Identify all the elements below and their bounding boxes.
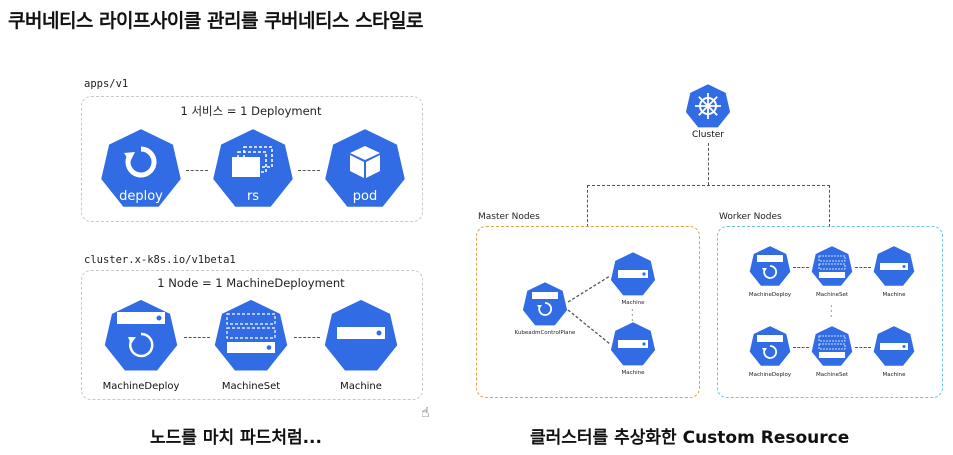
machine-label: Machine	[340, 381, 382, 392]
machine-icon	[880, 343, 908, 350]
machine-set-icon	[226, 313, 276, 353]
connector	[298, 170, 320, 171]
master-nodes-label: Master Nodes	[478, 212, 540, 222]
worker-machine-deploy-node	[747, 244, 793, 290]
deployment-group-box	[81, 96, 423, 222]
pod-label: pod	[352, 189, 378, 204]
connector	[793, 347, 809, 348]
machine-icon	[880, 263, 908, 270]
connector	[829, 185, 830, 227]
connector	[587, 185, 830, 186]
master-machine-node	[608, 250, 658, 300]
machine-set-icon	[818, 255, 846, 278]
control-plane-label: KubeadmControlPlane	[514, 330, 576, 336]
ellipsis-vertical: ···	[830, 302, 833, 321]
connector	[708, 143, 709, 185]
rs-label: rs	[246, 189, 260, 204]
right-caption: 클러스터를 추상화한 Custom Resource	[530, 428, 850, 448]
machine-set-icon	[818, 335, 846, 358]
machine-set-node	[210, 296, 292, 378]
machine-deploy-node	[100, 296, 182, 378]
pod-node: pod	[320, 125, 410, 215]
helm-wheel-icon	[695, 93, 721, 119]
machine-icon	[618, 270, 648, 278]
worker-machine-set-node	[809, 324, 855, 370]
worker-machine-node	[871, 244, 917, 290]
master-nodes-box	[476, 226, 700, 398]
master-machine-node	[608, 320, 658, 370]
control-plane-node	[520, 280, 570, 330]
deploy-label: deploy	[119, 189, 163, 204]
machine-equation: 1 Node = 1 MachineDeployment	[157, 276, 345, 290]
machine-deploy-label: MachineDeploy	[102, 381, 180, 392]
worker-machine-label: Machine	[882, 372, 906, 378]
worker-nodes-label: Worker Nodes	[719, 212, 782, 222]
machine-deployment-icon	[757, 335, 783, 359]
connector	[184, 337, 210, 338]
ellipsis-vertical: ···	[631, 306, 634, 325]
machine-deployment-icon	[757, 255, 783, 279]
page-title: 쿠버네티스 라이프사이클 관리를 쿠버네티스 스타일로	[8, 10, 424, 32]
pod-icon	[350, 146, 380, 178]
deploy-icon	[124, 146, 157, 178]
api-version-cluster: cluster.x-k8s.io/v1beta1	[84, 254, 236, 266]
cluster-node	[683, 82, 733, 132]
connector	[855, 347, 871, 348]
worker-machine-set-label: MachineSet	[815, 372, 849, 378]
control-plane-icon	[532, 292, 558, 316]
machine-group-box	[81, 270, 423, 400]
rs-node: rs	[208, 125, 298, 215]
connector	[186, 170, 208, 171]
api-version-apps: apps/v1	[84, 78, 129, 90]
worker-machine-label: Machine	[882, 292, 906, 298]
master-connectors	[567, 275, 611, 345]
deployment-equation: 1 서비스 = 1 Deployment	[180, 104, 322, 118]
left-caption: 노드를 마치 파드처럼...	[150, 428, 322, 448]
cluster-label: Cluster	[692, 130, 724, 140]
replicaset-icon	[232, 146, 273, 177]
machine-icon	[618, 340, 648, 348]
machine-deployment-icon	[117, 312, 165, 358]
machine-icon	[337, 327, 385, 339]
connector	[587, 185, 588, 227]
worker-machine-deploy-node	[747, 324, 793, 370]
worker-machine-node	[871, 324, 917, 370]
connector	[855, 267, 871, 268]
deploy-node: deploy	[96, 125, 186, 215]
worker-machine-deploy-label: MachineDeploy	[748, 372, 792, 378]
connector	[294, 337, 320, 338]
worker-nodes-box	[717, 226, 943, 398]
master-machine-label: Machine	[621, 300, 645, 306]
hand-cursor-icon: ☝	[421, 405, 430, 421]
worker-machine-set-label: MachineSet	[815, 292, 849, 298]
worker-machine-deploy-label: MachineDeploy	[748, 292, 792, 298]
worker-machine-set-node	[809, 244, 855, 290]
master-machine-label: Machine	[621, 370, 645, 376]
machine-node	[320, 296, 402, 378]
machine-set-label: MachineSet	[221, 381, 281, 392]
connector	[793, 267, 809, 268]
